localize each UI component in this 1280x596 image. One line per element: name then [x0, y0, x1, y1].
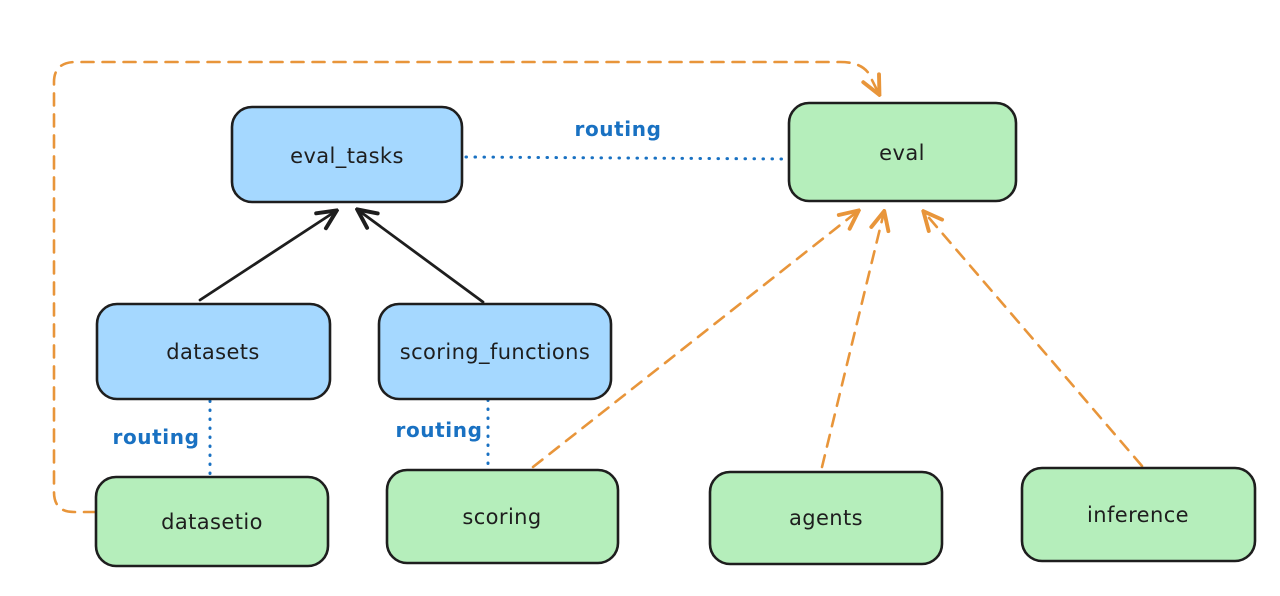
node-eval-tasks: eval_tasks [230, 105, 464, 204]
node-datasetio: datasetio [94, 475, 330, 568]
node-scoring-label: scoring [462, 505, 541, 529]
edge-label-routing-scoring: routing [395, 418, 482, 442]
edge-datasets-to-eval-tasks [198, 211, 336, 302]
edge-eval-tasks-to-eval-dotted [464, 155, 789, 161]
edge-scoring-to-eval-dashed [531, 211, 858, 469]
edge-inference-to-eval-dashed [924, 212, 1144, 468]
edge-label-routing-datasetio: routing [112, 425, 199, 449]
node-datasets: datasets [95, 302, 332, 401]
node-scoring-functions: scoring_functions [377, 302, 613, 401]
node-scoring: scoring [385, 468, 620, 565]
edge-label-routing-top: routing [574, 117, 661, 141]
node-eval-label: eval [879, 141, 925, 165]
edge-datasetio-to-eval-dashed [52, 60, 879, 514]
node-datasets-label: datasets [166, 340, 260, 364]
edge-scoring-functions-to-eval-tasks [358, 210, 485, 304]
node-datasetio-label: datasetio [161, 510, 263, 534]
edge-agents-to-eval-dashed [820, 212, 884, 469]
node-scoring-functions-label: scoring_functions [400, 340, 590, 365]
node-inference-label: inference [1087, 503, 1189, 527]
node-agents: agents [708, 470, 944, 566]
node-agents-label: agents [789, 506, 863, 530]
node-inference: inference [1020, 466, 1257, 563]
node-eval: eval [787, 101, 1018, 203]
node-eval-tasks-label: eval_tasks [290, 144, 404, 169]
